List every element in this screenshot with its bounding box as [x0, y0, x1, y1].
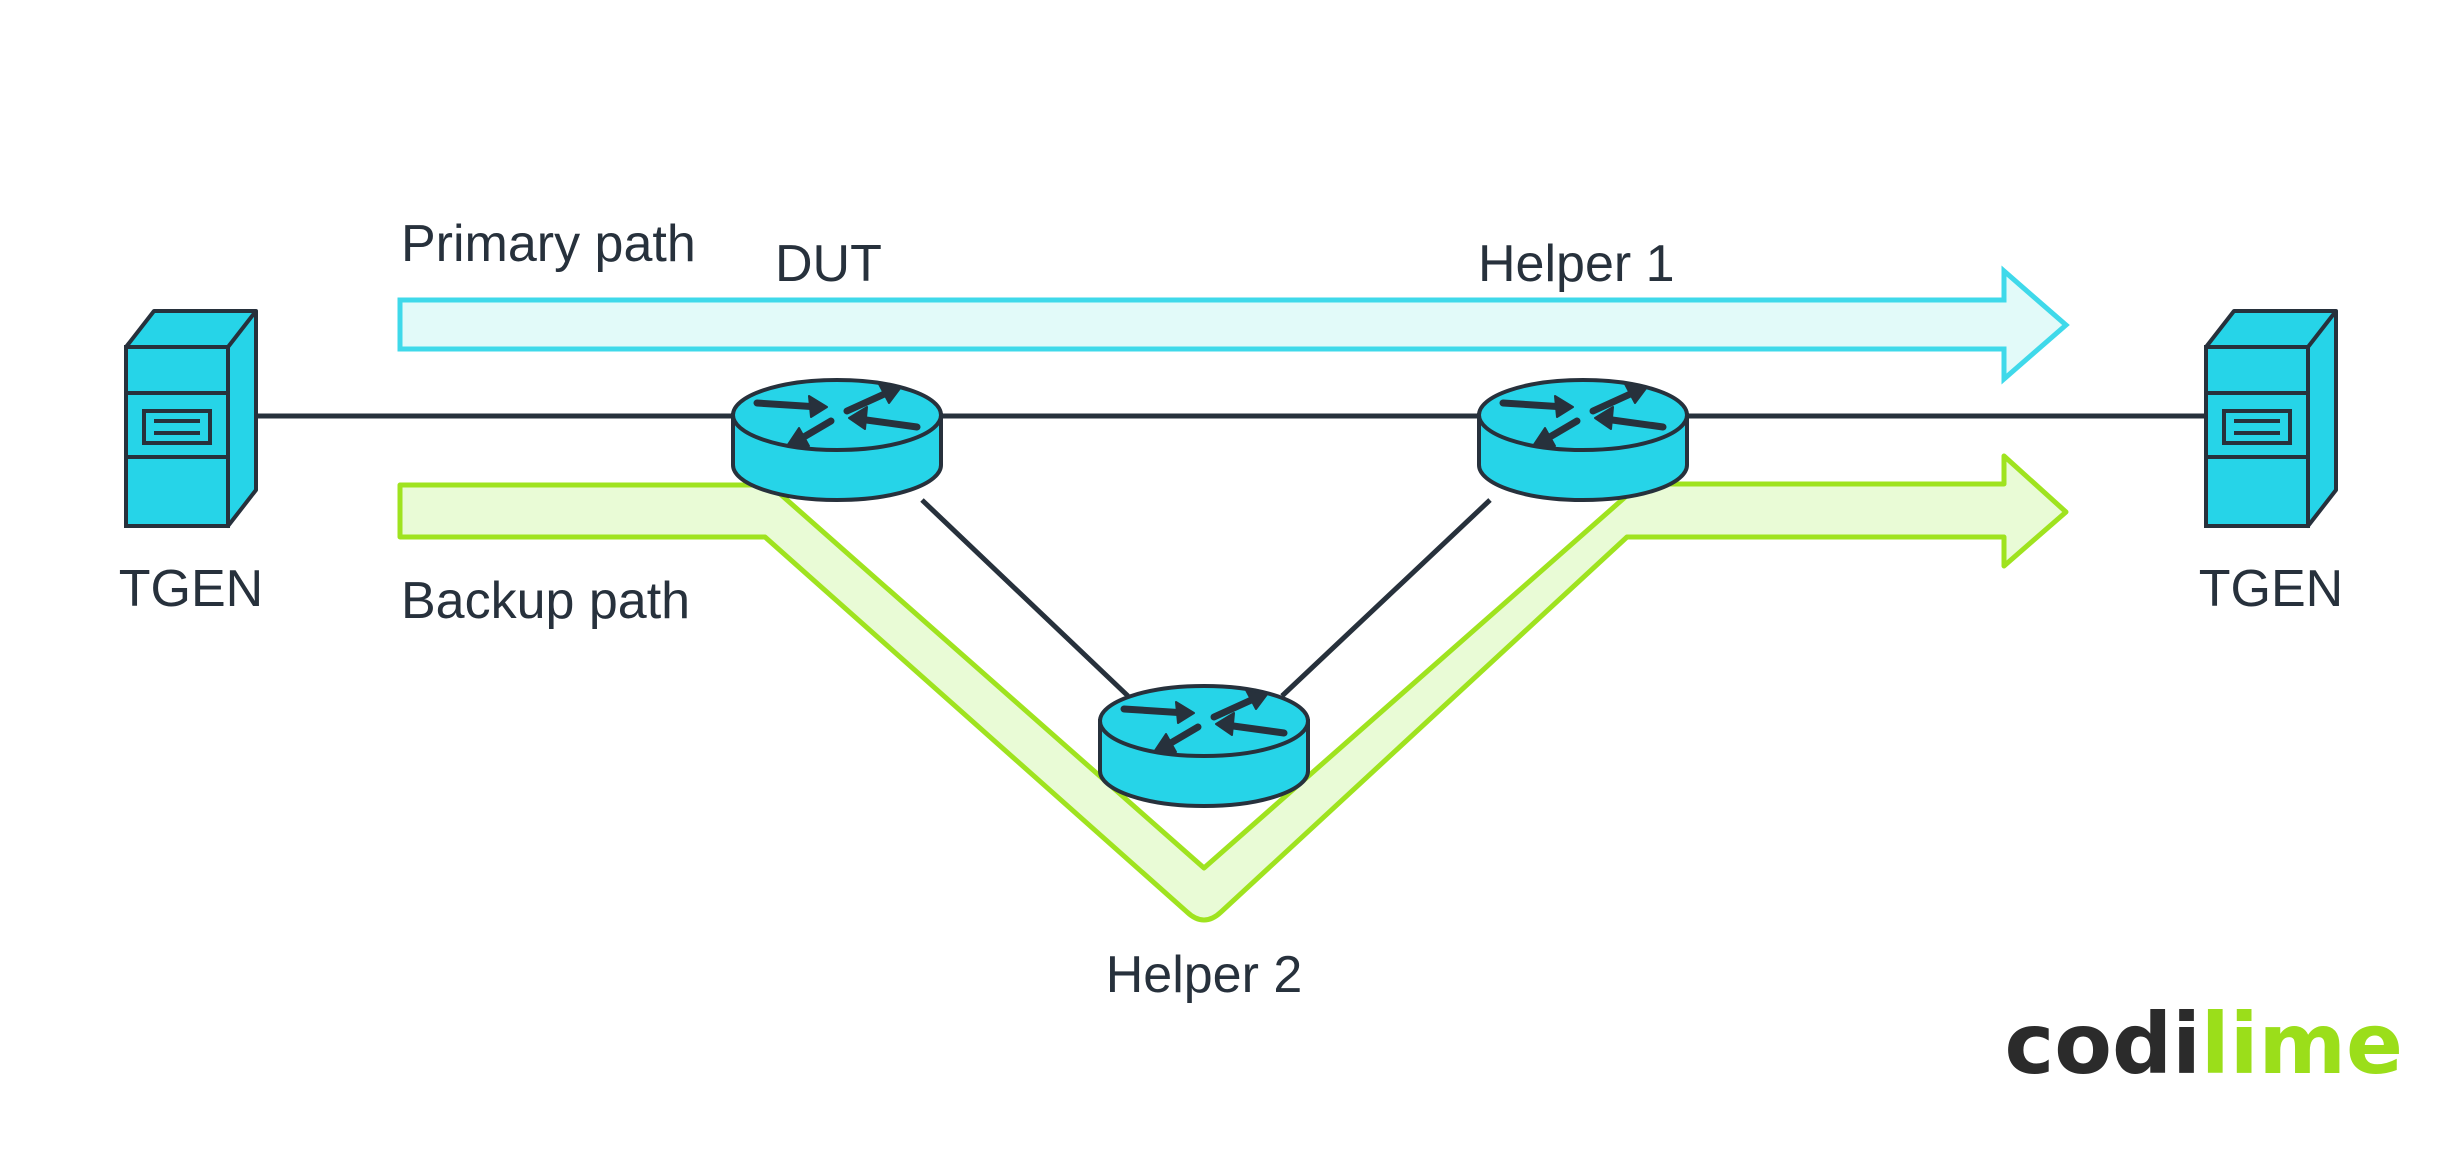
tgen-left-server-icon: [124, 309, 258, 528]
codilime-logo: codilime: [2004, 995, 2403, 1093]
backup-path-label: Backup path: [401, 572, 690, 630]
helper1-label: Helper 1: [1478, 235, 1675, 293]
tgen-right-label: TGEN: [2199, 560, 2343, 618]
primary-path-arrow: [397, 265, 2070, 385]
primary-path-label: Primary path: [401, 215, 696, 273]
logo-part2: lime: [2201, 995, 2403, 1093]
network-links: [256, 413, 2210, 698]
tgen-right-server-icon: [2204, 309, 2338, 528]
helper2-router-icon: [1100, 686, 1308, 806]
backup-path-arrow: [397, 453, 2069, 923]
tgen-left-label: TGEN: [119, 560, 263, 618]
logo-part1: codi: [2004, 995, 2200, 1093]
dut-label: DUT: [775, 235, 882, 293]
helper1-router-icon: [1479, 380, 1687, 500]
dut-router-icon: [733, 380, 941, 500]
helper2-label: Helper 2: [1106, 946, 1303, 1004]
